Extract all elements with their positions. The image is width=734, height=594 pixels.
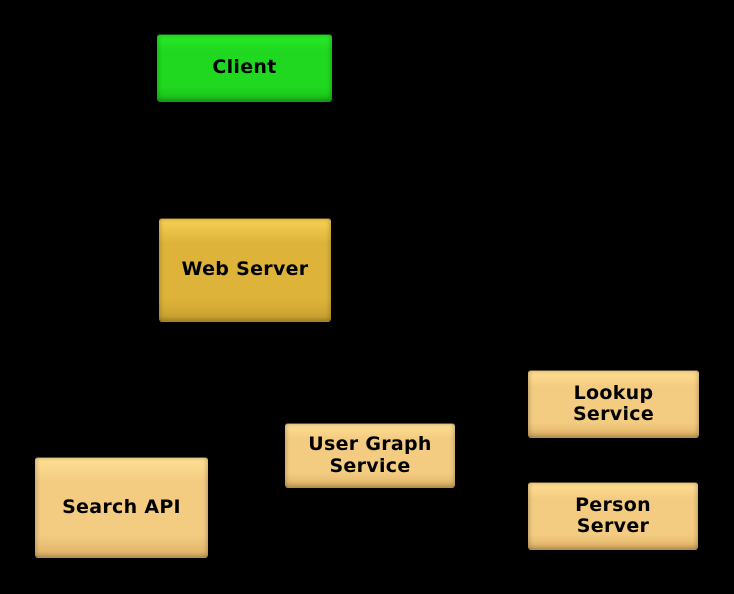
diagram-node-label: User Graph Service [308,433,432,477]
diagram-node-label: Web Server [181,258,309,281]
diagram-node-search-api[interactable]: Search API [35,457,208,558]
diagram-node-lookup-service[interactable]: Lookup Service [528,370,699,438]
diagram-node-label: Client [212,56,277,79]
diagram-node-person-server[interactable]: Person Server [528,482,698,550]
diagram-node-user-graph-service[interactable]: User Graph Service [285,423,455,488]
diagram-node-client[interactable]: Client [157,34,332,102]
diagram-node-web-server[interactable]: Web Server [159,218,331,322]
diagram-node-label: Lookup Service [572,381,655,425]
diagram-node-label: Person Server [575,493,651,537]
diagram-node-label: Search API [62,495,181,518]
